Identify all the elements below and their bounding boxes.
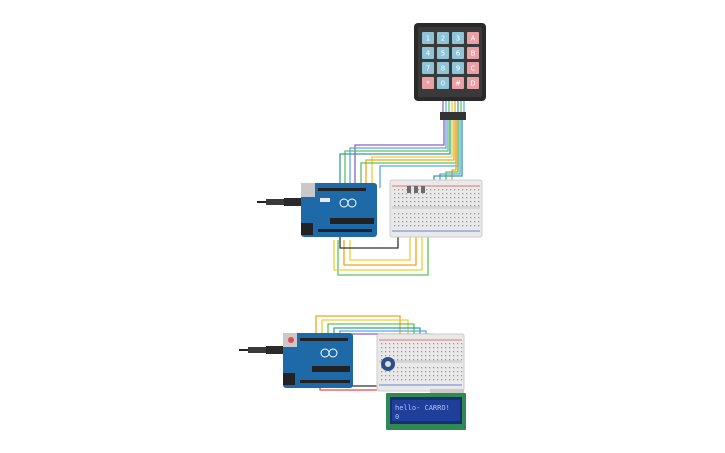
keypad-key-label: 2	[441, 35, 445, 43]
keypad-keys: 1 2 3 A 4 5 6 B 7 8 9 C * 0 # D	[422, 32, 479, 89]
breadboard-bottom	[376, 333, 465, 392]
potentiometer[interactable]	[381, 357, 395, 371]
keypad-key-label: *	[426, 80, 430, 88]
keypad-key[interactable]	[437, 32, 449, 44]
keypad-key[interactable]	[452, 77, 464, 89]
usb-cable-top	[257, 198, 301, 206]
keypad-key-label: 1	[426, 35, 430, 43]
keypad-wires	[333, 120, 463, 276]
arduino-top	[301, 183, 377, 237]
keypad-key-label: 0	[441, 80, 445, 88]
keypad-key-label: D	[470, 80, 475, 88]
keypad-key[interactable]	[467, 62, 479, 74]
keypad-connector	[440, 112, 466, 120]
usb-cable-bottom	[239, 346, 283, 354]
keypad-key-label: 5	[441, 50, 445, 58]
keypad-key[interactable]	[467, 47, 479, 59]
keypad-key[interactable]	[467, 77, 479, 89]
keypad-key[interactable]	[452, 47, 464, 59]
arduino-bottom	[283, 333, 353, 388]
keypad-key-label: 8	[441, 65, 445, 73]
keypad-key[interactable]	[437, 47, 449, 59]
breadboard-top	[389, 179, 483, 238]
keypad-key[interactable]	[422, 62, 434, 74]
keypad-key[interactable]	[422, 47, 434, 59]
keypad-key[interactable]	[437, 77, 449, 89]
keypad-key[interactable]	[452, 62, 464, 74]
keypad-key-label: 3	[456, 35, 460, 43]
keypad-key-label: #	[455, 80, 461, 88]
keypad-key-label: C	[471, 65, 476, 73]
keypad-key-label: 7	[426, 65, 430, 73]
lcd-line-2: 0	[395, 413, 399, 421]
keypad-key-label: A	[471, 35, 476, 43]
resistors	[407, 186, 425, 193]
keypad-key[interactable]	[467, 32, 479, 44]
keypad[interactable]: 1 2 3 A 4 5 6 B 7 8 9 C * 0 # D	[414, 23, 486, 101]
keypad-key-label: B	[471, 50, 476, 58]
keypad-key-label: 4	[426, 50, 431, 58]
lcd-line-1: hello- CARRO!	[395, 404, 450, 412]
keypad-key-label: 6	[456, 50, 461, 58]
lcd-display: hello- CARRO! 0	[386, 389, 466, 430]
keypad-key[interactable]	[422, 32, 434, 44]
keypad-key[interactable]	[452, 32, 464, 44]
keypad-key[interactable]	[422, 77, 434, 89]
keypad-key[interactable]	[437, 62, 449, 74]
keypad-key-label: 9	[456, 65, 460, 73]
